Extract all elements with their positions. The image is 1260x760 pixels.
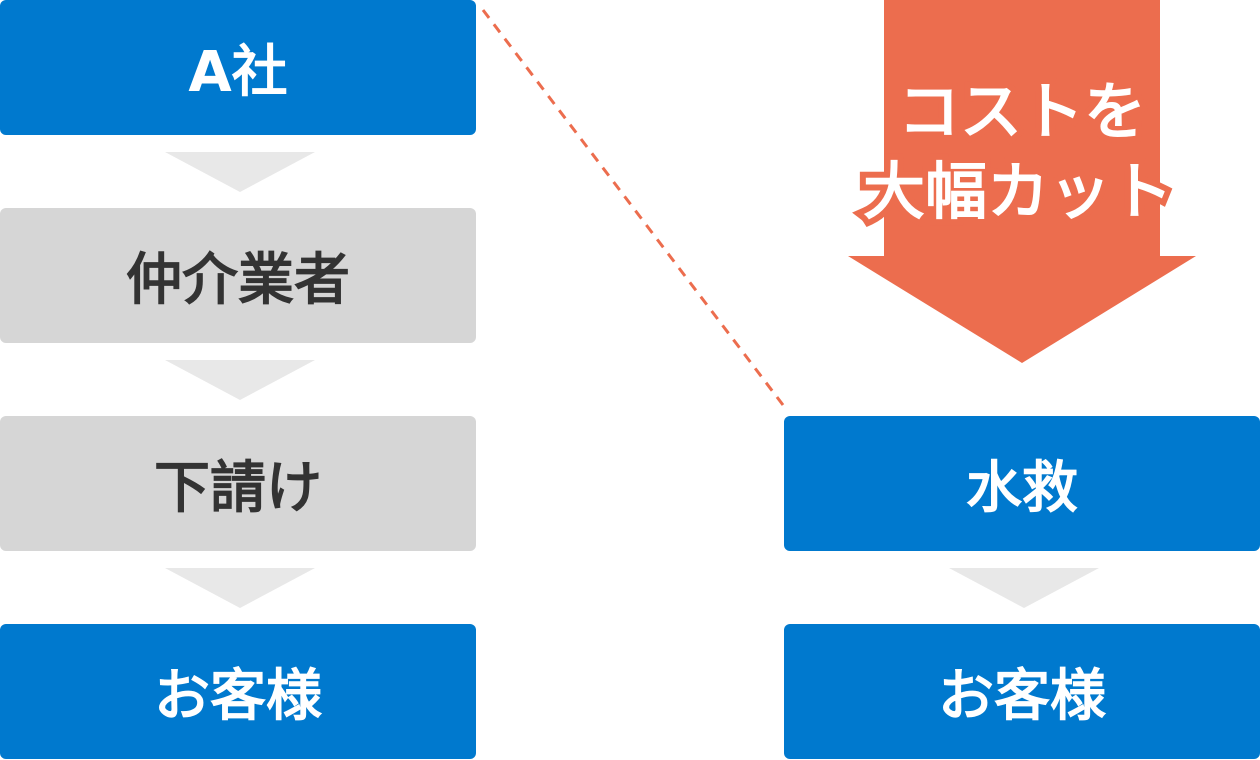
flow-arrow-1	[165, 152, 315, 192]
cost-arrow-line2: 大幅カット	[863, 155, 1173, 228]
dashed-connector	[481, 9, 785, 406]
cost-arrow-line1: コストを	[898, 75, 1146, 148]
box-customer-left: お客様	[0, 624, 476, 759]
box-suikyu: 水救	[784, 416, 1260, 551]
flow-arrow-3	[165, 568, 315, 608]
cost-cut-arrow	[848, 0, 1196, 363]
flow-arrow-right	[949, 568, 1099, 608]
box-broker: 仲介業者	[0, 208, 476, 343]
flow-arrow-2	[165, 360, 315, 400]
box-customer-right: お客様	[784, 624, 1260, 759]
box-a-company: A社	[0, 0, 476, 135]
box-subcontractor: 下請け	[0, 416, 476, 551]
